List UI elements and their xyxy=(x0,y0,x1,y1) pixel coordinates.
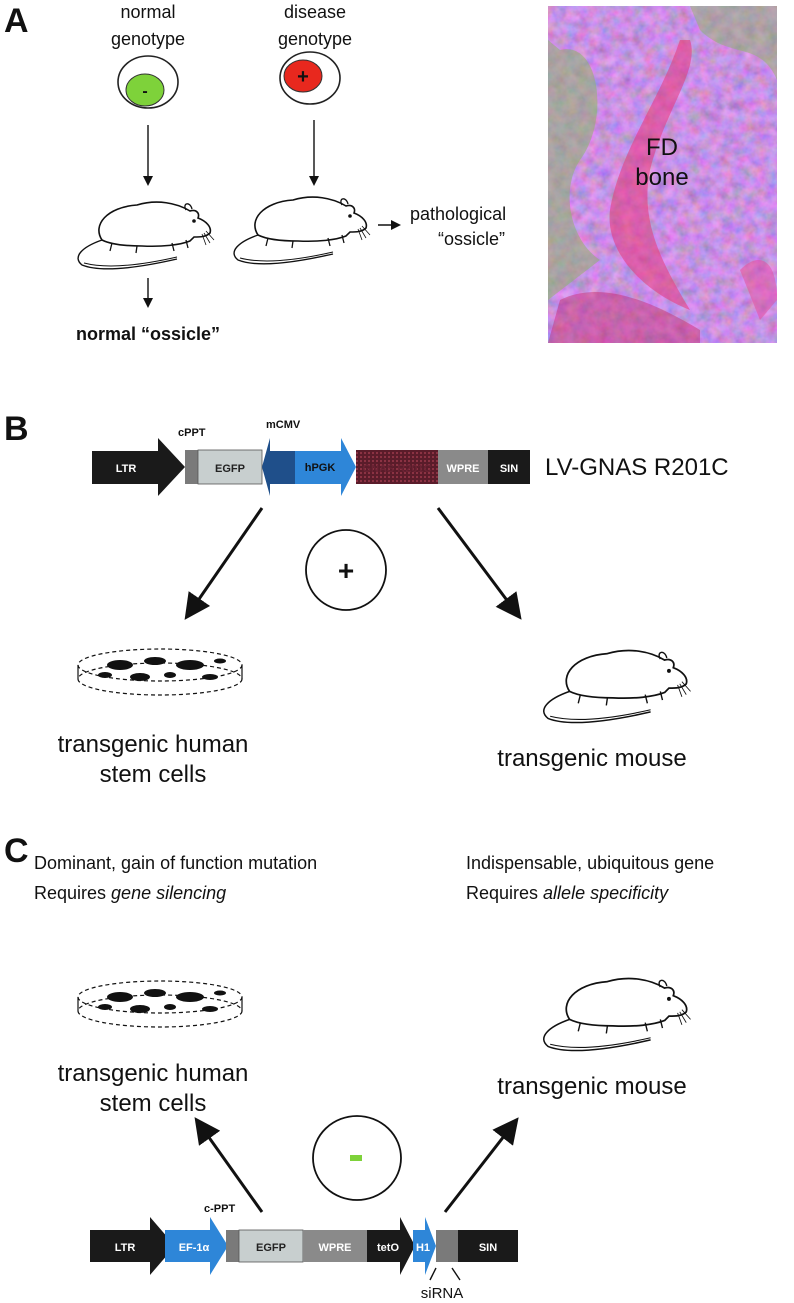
b-gnas-label: GNAS R201C xyxy=(362,463,431,475)
b-sin-label: SIN xyxy=(500,463,518,475)
b-right-label: transgenic mouse xyxy=(497,745,686,772)
arrow-c-left xyxy=(194,1117,264,1213)
normal-ossicle-label: normal “ossicle” xyxy=(76,324,220,344)
c-teto-label: tetO xyxy=(377,1242,399,1254)
c-teto-segment xyxy=(367,1217,415,1275)
b-sin-segment xyxy=(488,450,530,484)
c-ef1a-label: EF-1α xyxy=(179,1242,210,1254)
mouse-normal-icon xyxy=(77,201,215,270)
c-minus-symbol xyxy=(350,1155,362,1161)
b-cppt-label: cPPT xyxy=(178,427,206,439)
panel-b-letter: B xyxy=(4,410,29,448)
c-h1-label: H1 xyxy=(416,1242,430,1254)
arrow-c-right xyxy=(443,1117,519,1213)
c-right-header-2: Requires allele specificity xyxy=(466,883,669,903)
b-cppt-segment xyxy=(185,450,198,484)
b-left-label-2: stem cells xyxy=(100,761,207,788)
normal-symbol: - xyxy=(142,83,147,100)
construct-c: LTR EF-1α c-PPT EGFP WPRE tetO H1 SIN xyxy=(90,1203,518,1281)
c-sin-label: SIN xyxy=(479,1242,497,1254)
c-shrna-segment xyxy=(436,1230,458,1262)
c-ltr-label: LTR xyxy=(115,1242,136,1254)
b-mcmv-segment xyxy=(262,438,300,496)
pathological-label: pathological xyxy=(410,204,506,224)
mouse-disease-icon xyxy=(233,196,371,265)
c-wpre-label: WPRE xyxy=(319,1242,352,1254)
b-mcmv-label: mCMV xyxy=(266,419,301,431)
c-egfp-label: EGFP xyxy=(256,1242,286,1254)
b-left-label: transgenic human xyxy=(58,731,249,758)
panel-c-letter: C xyxy=(4,832,29,870)
c-sin-segment xyxy=(458,1230,518,1262)
c-cppt-segment xyxy=(226,1230,239,1262)
b-ltr-segment xyxy=(92,438,185,496)
b-plus-symbol: + xyxy=(338,555,354,586)
c-right-header: Indispensable, ubiquitous gene xyxy=(466,853,714,873)
b-wpre-label: WPRE xyxy=(447,463,480,475)
normal-nucleus xyxy=(125,73,165,107)
b-egfp-label: EGFP xyxy=(215,463,245,475)
histology-label-2: bone xyxy=(635,164,688,191)
c-wpre-segment xyxy=(303,1230,367,1262)
b-egfp-segment xyxy=(197,449,263,485)
c-left-label: transgenic human xyxy=(58,1060,249,1087)
c-cppt-label: c-PPT xyxy=(204,1203,235,1215)
c-h1-segment xyxy=(413,1217,436,1275)
b-hpgk-segment xyxy=(295,438,356,496)
c-dish-icon xyxy=(77,980,243,1028)
histology-image: FD bone xyxy=(548,6,777,343)
c-left-header-2: Requires gene silencing xyxy=(34,883,226,903)
pathological-label-2: “ossicle” xyxy=(438,229,505,249)
c-ltr-segment xyxy=(90,1217,175,1275)
c-mouse-icon xyxy=(542,977,692,1052)
disease-genotype-label-2: genotype xyxy=(278,29,352,49)
b-vector-circle xyxy=(305,529,387,611)
b-ltr-label: LTR xyxy=(116,463,137,475)
disease-nucleus xyxy=(283,59,323,93)
normal-genotype-label-2: genotype xyxy=(111,29,185,49)
b-dish-icon xyxy=(77,648,243,696)
arrow-b-left xyxy=(184,507,264,620)
c-sirna-label: siRNA xyxy=(421,1285,464,1302)
b-mouse-icon xyxy=(542,649,692,724)
construct-b-name: LV-GNAS R201C xyxy=(545,454,729,481)
b-wpre-segment xyxy=(438,450,488,484)
c-right-label: transgenic mouse xyxy=(497,1073,686,1100)
histology-label: FD xyxy=(646,134,678,161)
c-left-header: Dominant, gain of function mutation xyxy=(34,853,317,873)
panel-a-letter: A xyxy=(4,2,29,40)
b-gnas-segment xyxy=(356,450,438,484)
disease-symbol: + xyxy=(297,66,309,88)
b-hpgk-label: hPGK xyxy=(305,462,336,474)
c-left-label-2: stem cells xyxy=(100,1090,207,1117)
construct-b: LTR cPPT EGFP mCMV hPGK GNAS R201C WPRE … xyxy=(92,419,530,496)
arrow-b-right xyxy=(436,507,522,620)
disease-genotype-label: disease xyxy=(284,2,346,22)
c-ef1a-segment xyxy=(165,1217,228,1275)
normal-genotype-label: normal xyxy=(120,2,175,22)
